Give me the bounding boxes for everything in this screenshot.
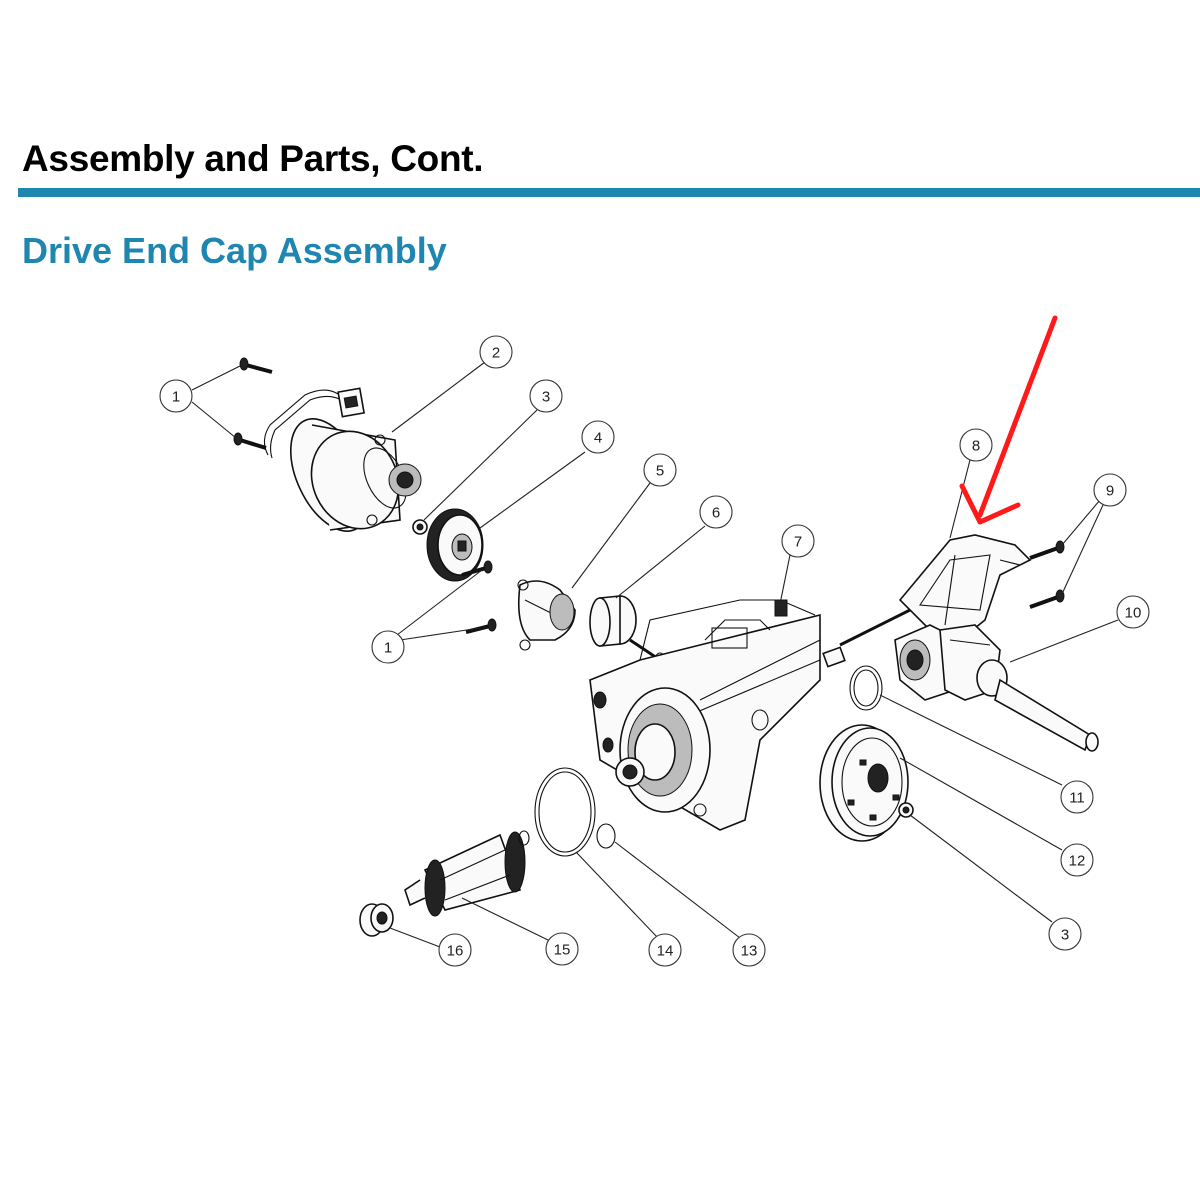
svg-text:8: 8 [972,438,980,455]
svg-text:10: 10 [1125,605,1142,622]
o-ring-13 [596,823,616,849]
seal-14 [534,767,596,857]
callout-10: 10 [1116,595,1150,629]
callout-3-lower: 3 [1048,917,1082,951]
cap-part [359,903,394,937]
callout-11: 11 [1060,780,1094,814]
svg-text:3: 3 [542,389,550,406]
screw-upper-top [239,357,273,374]
callout-16: 16 [438,933,472,967]
red-arrow-icon [959,315,1058,525]
callout-15: 15 [545,932,579,966]
nut-lower [898,802,914,818]
screw-lower-bottom [465,618,497,634]
svg-text:4: 4 [594,430,602,447]
leader-lines [191,361,1119,948]
screw-frame-top [1029,540,1065,560]
gear-part [426,508,484,582]
o-ring-11 [849,665,883,711]
callout-9: 9 [1093,473,1127,507]
svg-text:13: 13 [741,943,758,960]
callout-13: 13 [732,933,766,967]
svg-text:14: 14 [657,943,674,960]
page-title: Assembly and Parts, Cont. [22,138,484,179]
bracket-part [517,579,576,651]
screw-frame-bottom [1029,589,1065,609]
callout-2: 2 [479,335,513,369]
svg-text:12: 12 [1069,853,1086,870]
bolt-part [822,646,846,668]
screw-upper-bottom [233,432,267,450]
drive-shaft-part [894,624,1099,752]
section-title: Drive End Cap Assembly [22,230,447,271]
callout-8: 8 [959,428,993,462]
svg-text:3: 3 [1061,927,1069,944]
title-divider [18,188,1200,197]
callout-12: 12 [1060,843,1094,877]
svg-text:1: 1 [172,389,180,406]
housing-part [589,599,821,831]
roller-part [404,830,530,917]
callout-14: 14 [648,933,682,967]
nut-upper [412,519,428,535]
svg-text:5: 5 [656,463,664,480]
callout-1-lower: 1 [371,630,405,664]
callout-5: 5 [643,453,677,487]
svg-text:11: 11 [1069,790,1085,807]
callout-1-upper: 1 [159,379,193,413]
motor-part [263,387,422,532]
svg-text:7: 7 [794,534,802,551]
svg-text:6: 6 [712,505,720,522]
bushing-part [589,595,666,668]
svg-text:16: 16 [447,943,464,960]
svg-text:2: 2 [492,345,500,362]
callout-6: 6 [699,495,733,529]
screw-lower-top [461,560,493,577]
wheel-part [819,724,909,842]
svg-text:9: 9 [1106,483,1114,500]
svg-text:15: 15 [554,942,571,959]
callout-3-upper: 3 [529,379,563,413]
callout-4: 4 [581,420,615,454]
svg-text:1: 1 [384,640,392,657]
callout-7: 7 [781,524,815,558]
